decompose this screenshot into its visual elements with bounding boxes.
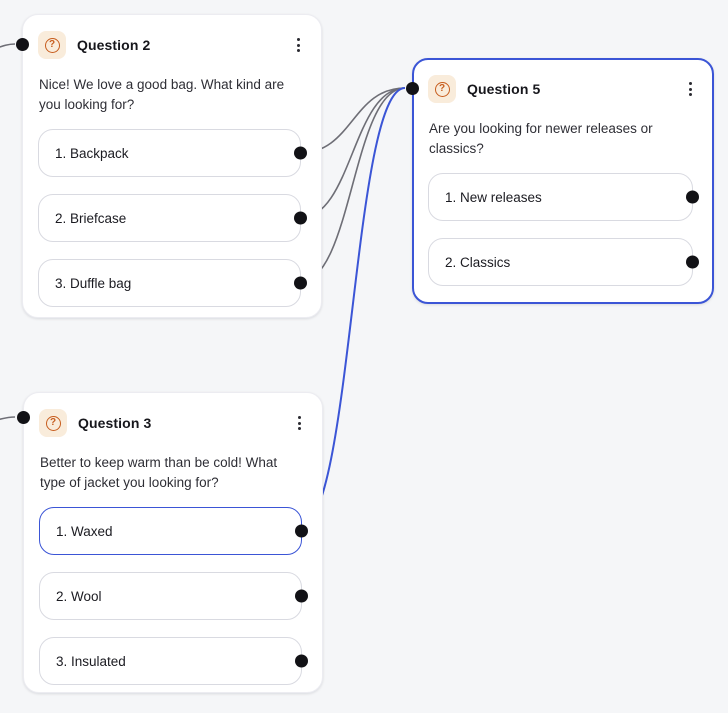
kebab-menu-button[interactable] bbox=[683, 78, 698, 100]
question-text: Nice! We love a good bag. What kind are … bbox=[39, 77, 285, 112]
question-text: Better to keep warm than be cold! What t… bbox=[40, 455, 278, 490]
node-question-3[interactable]: ? Question 3 Better to keep warm than be… bbox=[17, 392, 323, 693]
output-handle[interactable] bbox=[686, 255, 699, 269]
node-header: ? Question 2 bbox=[38, 31, 306, 59]
option-row[interactable]: 1. Backpack bbox=[38, 129, 307, 177]
node-title: Question 3 bbox=[78, 415, 152, 431]
output-handle[interactable] bbox=[686, 190, 699, 204]
option-row[interactable]: 2. Briefcase bbox=[38, 194, 307, 242]
kebab-dot bbox=[297, 49, 300, 52]
option-row[interactable]: 1. Waxed bbox=[39, 507, 308, 555]
node-title: Question 5 bbox=[467, 81, 541, 97]
option-row[interactable]: 2. Classics bbox=[428, 238, 699, 286]
kebab-menu-button[interactable] bbox=[291, 34, 306, 56]
kebab-dot bbox=[689, 82, 692, 85]
kebab-dot bbox=[689, 87, 692, 91]
kebab-dot bbox=[298, 427, 301, 430]
kebab-dot bbox=[298, 416, 301, 419]
output-handle[interactable] bbox=[295, 654, 308, 668]
kebab-menu-button[interactable] bbox=[292, 412, 307, 434]
question-text: Are you looking for newer releases or cl… bbox=[429, 121, 653, 156]
question-circle-icon: ? bbox=[39, 409, 67, 437]
output-handle[interactable] bbox=[294, 276, 307, 290]
input-handle[interactable] bbox=[16, 38, 29, 51]
kebab-dot bbox=[298, 421, 301, 425]
output-handle[interactable] bbox=[294, 146, 307, 160]
option-label: 1. New releases bbox=[445, 189, 542, 205]
options-list: 1. Backpack 2. Briefcase 3. Duffle bag bbox=[38, 129, 307, 307]
question-circle-icon: ? bbox=[38, 31, 66, 59]
options-list: 1. Waxed 2. Wool 3. Insulated bbox=[39, 507, 308, 685]
node-title: Question 2 bbox=[77, 37, 151, 53]
option-row[interactable]: 1. New releases bbox=[428, 173, 699, 221]
option-row[interactable]: 3. Insulated bbox=[39, 637, 308, 685]
output-handle[interactable] bbox=[294, 211, 307, 225]
edge-incoming-question3[interactable] bbox=[0, 416, 16, 424]
option-row[interactable]: 2. Wool bbox=[39, 572, 308, 620]
option-label: 3. Duffle bag bbox=[55, 275, 132, 291]
question-circle-icon: ? bbox=[428, 75, 456, 103]
output-handle[interactable] bbox=[295, 524, 308, 538]
kebab-dot bbox=[689, 93, 692, 96]
node-header: ? Question 3 bbox=[39, 409, 307, 437]
node-question-2[interactable]: ? Question 2 Nice! We love a good bag. W… bbox=[16, 14, 322, 318]
node-question-5[interactable]: ? Question 5 Are you looking for newer r… bbox=[406, 58, 714, 304]
input-handle[interactable] bbox=[406, 82, 419, 95]
option-label: 1. Backpack bbox=[55, 145, 129, 161]
option-label: 2. Briefcase bbox=[55, 210, 127, 226]
output-handle[interactable] bbox=[295, 589, 308, 603]
kebab-dot bbox=[297, 38, 300, 41]
kebab-dot bbox=[297, 43, 300, 47]
edge-incoming-question2[interactable] bbox=[0, 43, 16, 53]
option-label: 2. Classics bbox=[445, 254, 511, 270]
options-list: 1. New releases 2. Classics bbox=[428, 173, 699, 286]
option-row[interactable]: 3. Duffle bag bbox=[38, 259, 307, 307]
node-header: ? Question 5 bbox=[428, 75, 698, 103]
input-handle[interactable] bbox=[17, 411, 30, 424]
option-label: 3. Insulated bbox=[56, 653, 126, 669]
option-label: 2. Wool bbox=[56, 588, 102, 604]
option-label: 1. Waxed bbox=[56, 523, 113, 539]
